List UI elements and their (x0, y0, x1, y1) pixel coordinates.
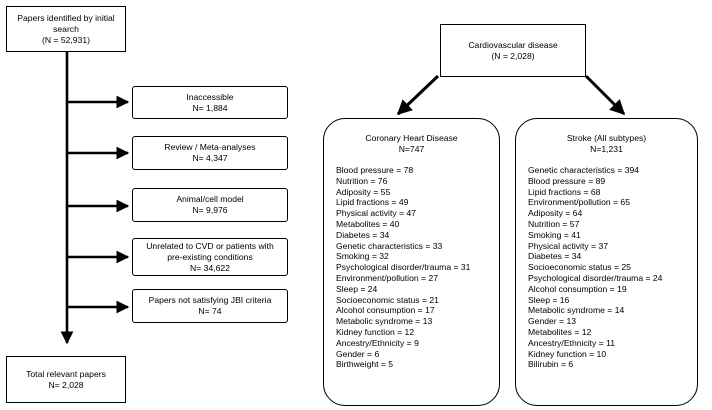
chd-item: Alcohol consumption = 17 (336, 305, 435, 316)
chd-item: Genetic characteristics = 33 (336, 240, 443, 251)
exclusion-5-line-2: N= 74 (198, 306, 222, 316)
stroke-factor-list: Genetic characteristics = 394 Blood pres… (516, 165, 697, 370)
chd-item: Metabolic syndrome = 13 (336, 316, 433, 327)
initial-search-line-1: Papers identified by initial (17, 12, 115, 23)
chd-item: Psychological disorder/trauma = 31 (336, 262, 471, 273)
exclusion-box-unrelated: Unrelated to CVD or patients with pre-ex… (132, 238, 288, 276)
exclusion-1-line-2: N= 1,884 (192, 102, 228, 113)
cvd-to-chd-arrow (396, 74, 440, 116)
total-relevant-line-1: Total relevant papers (26, 368, 106, 379)
exclusion-3-line-2: N= 9,976 (192, 205, 228, 215)
stroke-item: Genetic characteristics = 394 (528, 165, 640, 175)
initial-search-line-3: (N = 52,931) (41, 34, 90, 45)
exclusion-5-line-1: Papers not satisfying JBI criteria (148, 295, 272, 305)
stroke-item: Sleep = 16 (528, 294, 570, 305)
stroke-item: Nutrition = 57 (528, 218, 580, 229)
stroke-item: Metabolic syndrome = 14 (528, 305, 625, 316)
stroke-count: N=1,231 (590, 144, 623, 154)
chd-item: Blood pressure = 78 (336, 165, 414, 175)
stroke-item: Environment/pollution = 65 (528, 197, 630, 208)
total-relevant-line-2: N= 2,028 (48, 379, 84, 390)
stroke-item: Socioeconomic status = 25 (528, 262, 631, 273)
stroke-item: Kidney function = 10 (528, 348, 607, 359)
stroke-item: Adiposity = 64 (528, 208, 583, 219)
stroke-item: Blood pressure = 89 (528, 175, 606, 186)
chd-count: N=747 (398, 144, 425, 154)
chd-item: Smoking = 32 (336, 251, 389, 262)
chd-item: Metabolites = 40 (336, 218, 400, 229)
exclusion-3-line-1: Animal/cell model (176, 194, 244, 204)
cvd-line-1: Cardiovascular disease (468, 39, 558, 50)
exclusion-4-line-2: pre-existing conditions (167, 251, 253, 262)
stroke-box: Stroke (All subtypes) N=1,231 Genetic ch… (515, 118, 698, 406)
chd-title: Coronary Heart Disease (365, 133, 458, 143)
coronary-heart-disease-box: Coronary Heart Disease N=747 Blood press… (323, 118, 500, 406)
exclusion-1-line-1: Inaccessible (186, 91, 234, 102)
stroke-title: Stroke (All subtypes) (566, 133, 647, 143)
initial-search-box: Papers identified by initial search (N =… (6, 6, 126, 52)
cvd-to-stroke-arrow (584, 74, 626, 116)
stroke-item: Smoking = 41 (528, 229, 581, 240)
exclusion-box-inaccessible: Inaccessible N= 1,884 (132, 86, 288, 119)
total-relevant-box: Total relevant papers N= 2,028 (6, 356, 126, 403)
initial-search-line-2: search (53, 23, 79, 34)
chd-item: Diabetes = 34 (336, 229, 390, 240)
stroke-item: Physical activity = 37 (528, 240, 609, 251)
chd-item: Ancestry/Ethnicity = 9 (336, 337, 419, 348)
exclusion-4-line-1: Unrelated to CVD or patients with (146, 240, 274, 251)
stroke-item: Diabetes = 34 (528, 251, 582, 262)
chd-item: Nutrition = 76 (336, 175, 388, 186)
chd-item: Physical activity = 47 (336, 208, 417, 219)
exclusion-box-jbi: Papers not satisfying JBI criteria N= 74 (132, 289, 288, 323)
chd-factor-list: Blood pressure = 78 Nutrition = 76 Adipo… (324, 165, 499, 370)
stroke-item: Psychological disorder/trauma = 24 (528, 272, 663, 283)
stroke-item: Lipid fractions = 68 (528, 186, 601, 197)
exclusion-box-animal-cell: Animal/cell model N= 9,976 (132, 188, 288, 222)
exclusion-4-line-3: N= 34,622 (190, 262, 230, 273)
chd-item: Lipid fractions = 49 (336, 197, 409, 208)
stroke-item: Gender = 13 (528, 316, 577, 327)
cardiovascular-disease-box: Cardiovascular disease (N = 2,028) (440, 24, 586, 77)
stroke-item: Bilirubin = 6 (528, 359, 574, 370)
chd-item: Gender = 6 (336, 348, 380, 359)
chd-item: Kidney function = 12 (336, 326, 415, 337)
chd-item: Adiposity = 55 (336, 186, 391, 197)
exclusion-2-line-1: Review / Meta-analyses (164, 142, 256, 152)
chd-item: Environment/pollution = 27 (336, 272, 438, 283)
chd-item: Birthweight = 5 (336, 359, 394, 370)
cvd-line-2: (N = 2,028) (491, 50, 535, 61)
chd-item: Socioeconomic status = 21 (336, 294, 439, 305)
exclusion-box-reviews: Review / Meta-analyses N= 4,347 (132, 136, 288, 170)
stroke-item: Ancestry/Ethnicity = 11 (528, 337, 616, 348)
stroke-item: Alcohol consumption = 19 (528, 283, 627, 294)
stroke-item: Metabolites = 12 (528, 326, 592, 337)
chd-item: Sleep = 24 (336, 283, 378, 294)
exclusion-2-line-2: N= 4,347 (192, 153, 228, 163)
